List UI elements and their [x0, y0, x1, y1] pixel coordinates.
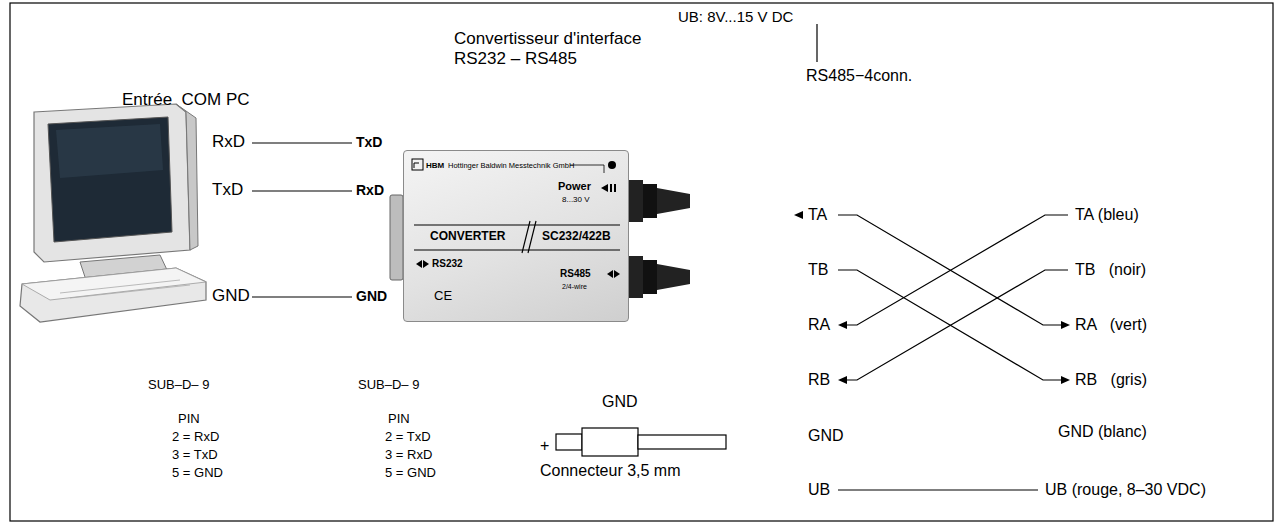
connector-type: SUB–D– 9 [358, 378, 419, 393]
rs485-wires [838, 215, 1068, 490]
wire-color: RA (vert) [1075, 316, 1147, 334]
polarity-mark: + [540, 437, 549, 455]
converter-title: Convertisseur d'interface RS232 – RS485 [454, 29, 659, 68]
signal-name: GND [356, 288, 387, 304]
rs232-wires [252, 143, 352, 297]
jack-connector [556, 428, 726, 456]
frame [10, 3, 1273, 521]
wiring-mode: 2/4-wire [562, 283, 587, 291]
port-heading: Entrée COM PC [122, 90, 250, 110]
supply-note: UB: 8V...15 V DC [678, 8, 793, 25]
manufacturer-name: Hottinger Baldwin Messtechnik GmbH [448, 162, 574, 171]
subd-connector [390, 195, 403, 280]
wire-color: UB (rouge, 8–30 VDC) [1045, 481, 1206, 499]
signal-name: RxD [212, 132, 245, 152]
signal-name: GND [808, 427, 844, 445]
port-label: RS485 [560, 268, 591, 280]
supply-line [816, 24, 817, 62]
connector-type: SUB–D– 9 [148, 378, 209, 393]
signal-name: TxD [212, 180, 243, 200]
model-number: SC232/422B [542, 230, 611, 244]
signal-name: GND [212, 286, 250, 306]
pin-heading: PIN [388, 412, 410, 427]
pin-assignment: 5 = GND [172, 466, 223, 481]
signal-name: RB [808, 371, 830, 389]
signal-name: UB [808, 481, 830, 499]
pin-assignment: 3 = RxD [385, 448, 432, 463]
signal-name: RA [808, 316, 830, 334]
connector-caption: Connecteur 3,5 mm [540, 462, 681, 480]
ce-mark: CE [434, 289, 452, 304]
brand-logo: HBM [426, 161, 444, 170]
wire-color: GND (blanc) [1058, 423, 1147, 441]
bus-heading: RS485−4conn. [806, 67, 912, 85]
port-label: RS232 [432, 258, 463, 270]
pin-assignment: 5 = GND [385, 466, 436, 481]
pin-heading: PIN [178, 412, 200, 427]
pin-assignment: 2 = TxD [385, 430, 431, 445]
signal-name: TxD [356, 134, 382, 150]
signal-name: TA [808, 206, 827, 224]
pin-assignment: 2 = RxD [172, 430, 219, 445]
converter-box: Convertisseur d'interface RS232 – RS485H… [403, 150, 629, 322]
pc-illustration [20, 104, 206, 322]
cable-glands [629, 180, 690, 298]
wire-color: TA (bleu) [1075, 206, 1139, 224]
signal-name: TB [808, 261, 828, 279]
arrowheads [794, 211, 1070, 384]
power-label: Power [558, 180, 591, 193]
wire-color: RB (gris) [1075, 371, 1147, 389]
wire-color: TB (noir) [1075, 261, 1146, 279]
signal-name: GND [602, 393, 638, 411]
voltage-range: 8...30 V [562, 195, 590, 204]
device-label: CONVERTER [430, 230, 505, 244]
signal-name: RxD [356, 182, 384, 198]
pin-assignment: 3 = TxD [172, 448, 218, 463]
